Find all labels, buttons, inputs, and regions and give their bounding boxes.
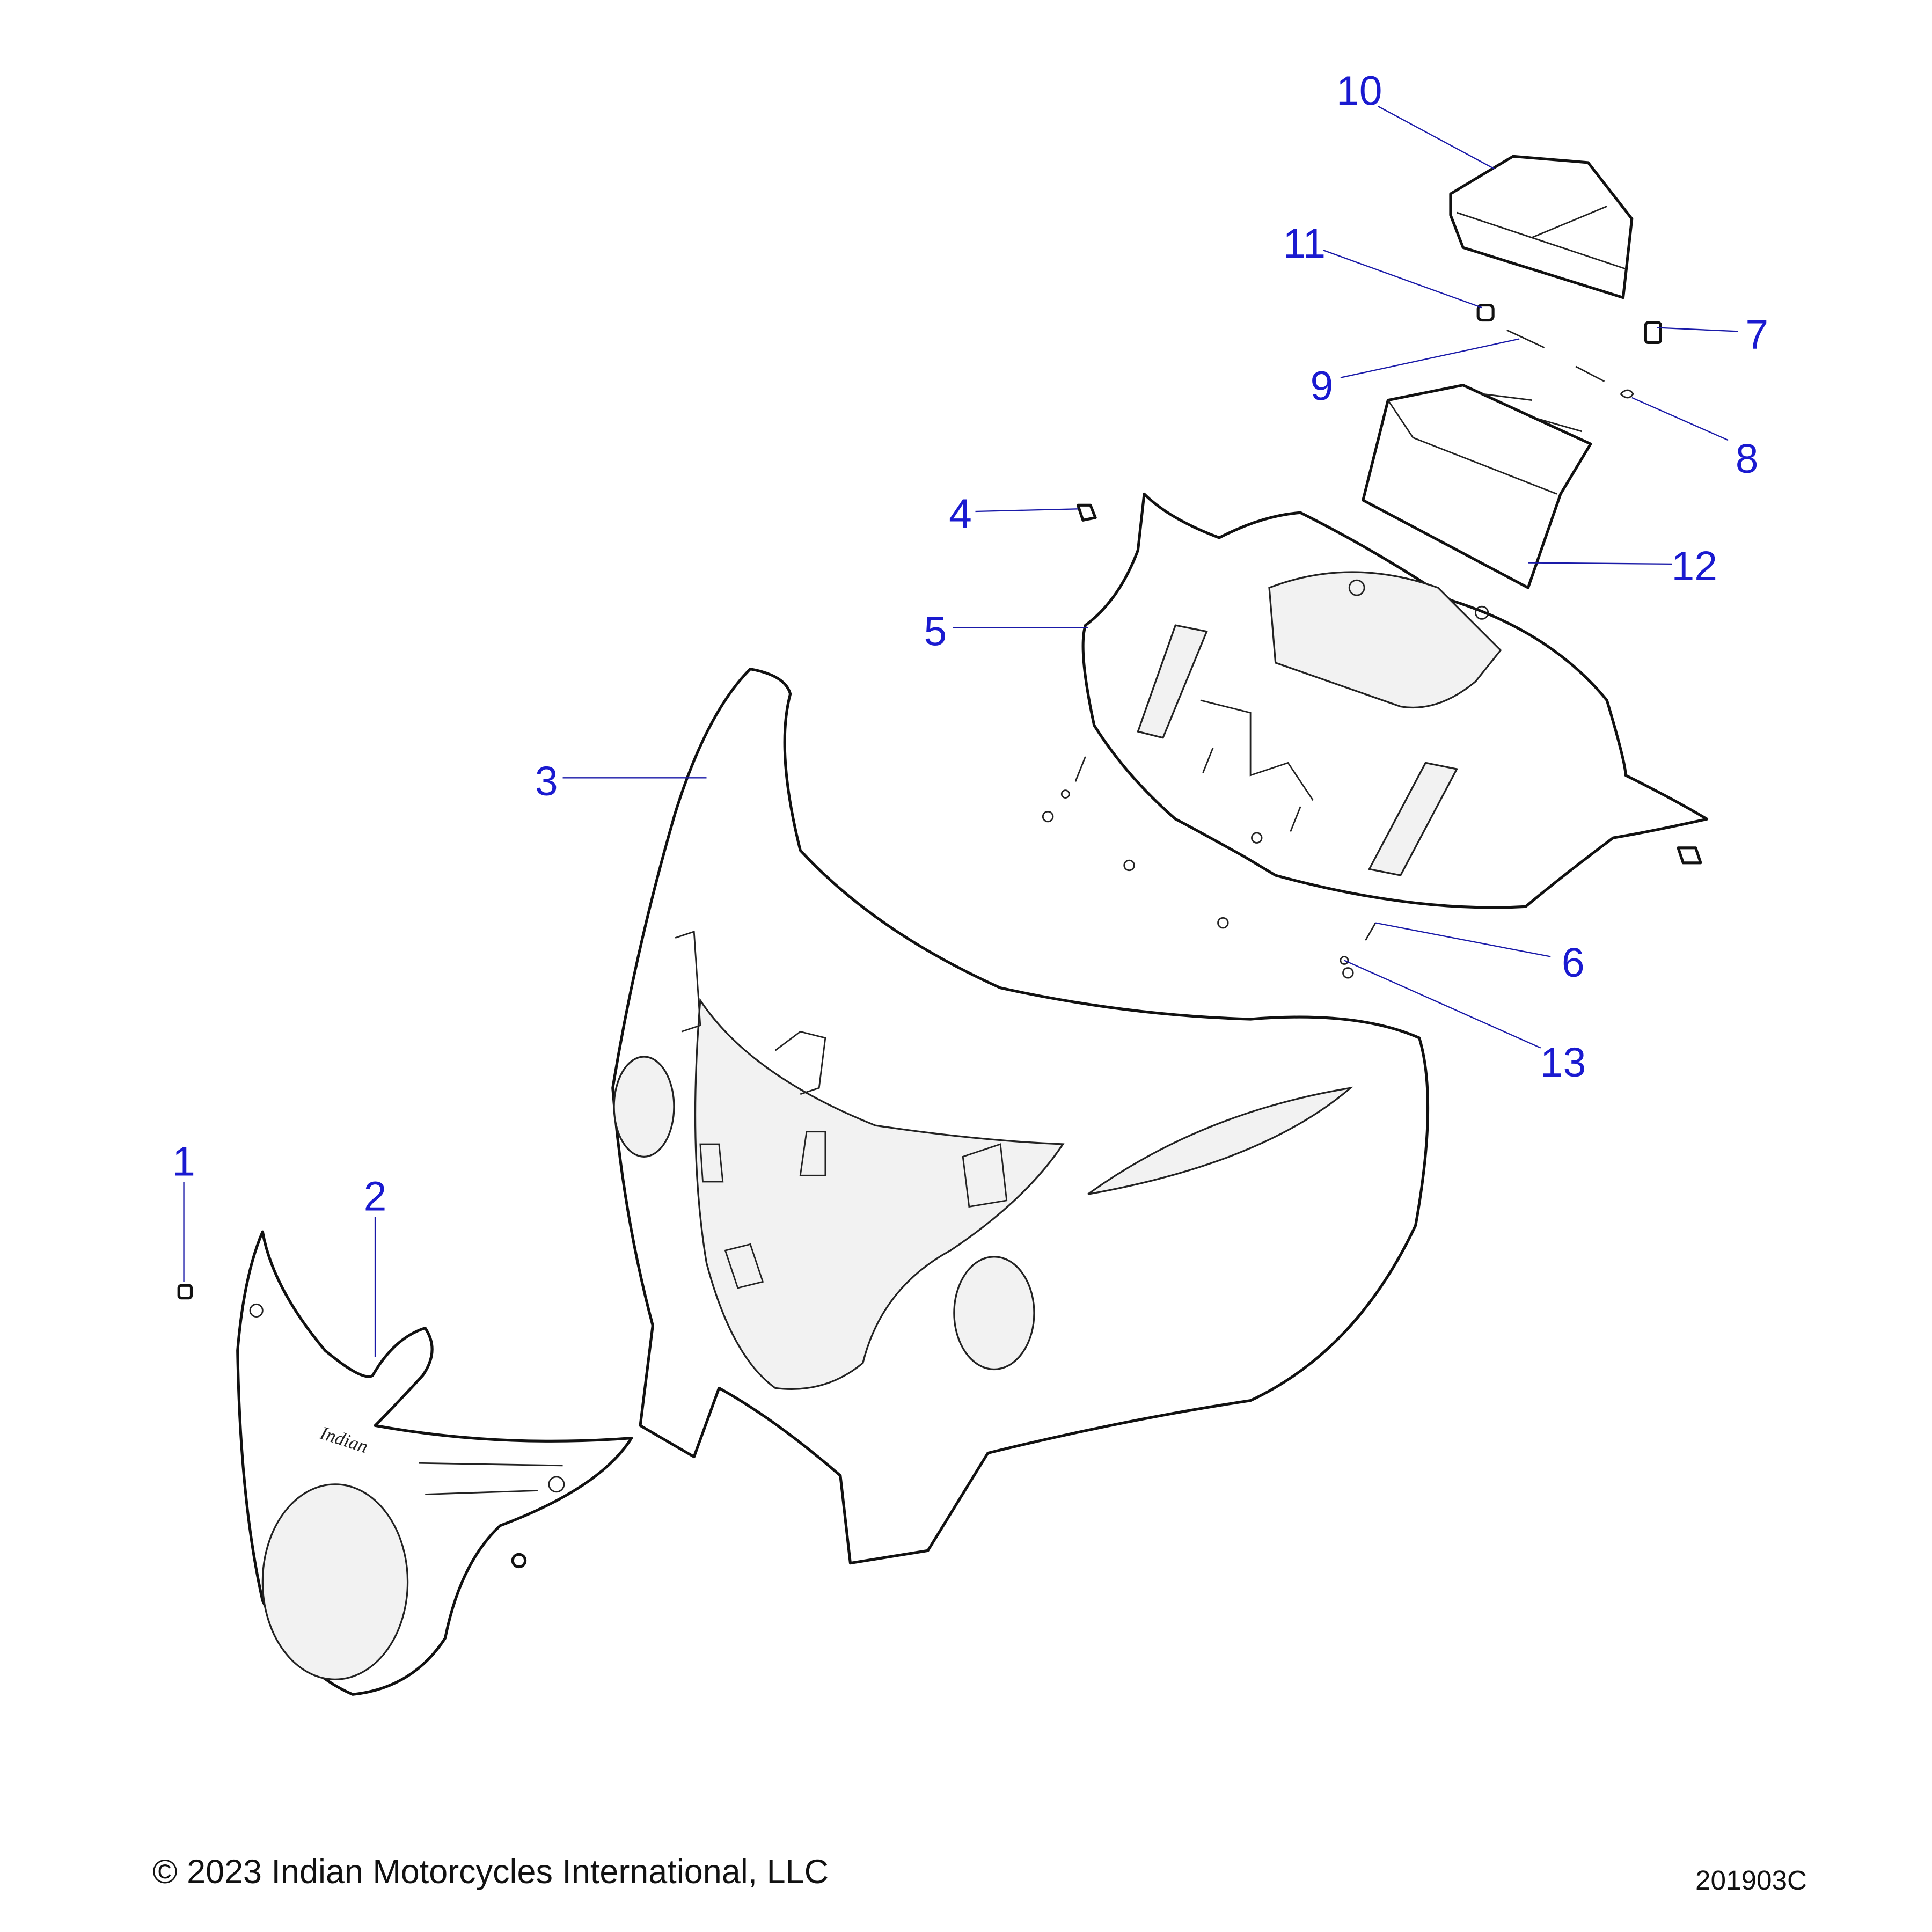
- part-12-storage-pocket[interactable]: [1362, 384, 1592, 589]
- part-4-clip[interactable]: [1076, 503, 1097, 522]
- part-9-pin[interactable]: [1506, 329, 1545, 349]
- grommet: [511, 1553, 527, 1569]
- part-1-fastener[interactable]: [177, 1284, 193, 1300]
- callout-13[interactable]: 13: [1540, 1040, 1586, 1086]
- part-5-inner-fairing[interactable]: [1081, 492, 1709, 909]
- drawing-number: 201903C: [1695, 1865, 1807, 1896]
- part-10-lid[interactable]: [1449, 155, 1634, 299]
- part-13-nuts[interactable]: [1042, 789, 1354, 979]
- clip: [1677, 846, 1702, 865]
- callout-1[interactable]: 1: [172, 1138, 195, 1184]
- callout-10[interactable]: 10: [1336, 68, 1382, 114]
- callout-7[interactable]: 7: [1745, 312, 1768, 358]
- pin: [1575, 365, 1605, 382]
- callout-12[interactable]: 12: [1672, 543, 1718, 589]
- callout-6[interactable]: 6: [1562, 940, 1585, 986]
- callout-3[interactable]: 3: [535, 758, 558, 804]
- callout-2[interactable]: 2: [364, 1174, 387, 1220]
- callout-4[interactable]: 4: [949, 491, 972, 537]
- callout-9[interactable]: 9: [1311, 363, 1334, 409]
- part-7-latch[interactable]: [1644, 321, 1662, 345]
- part-11-bumper[interactable]: [1476, 303, 1495, 322]
- part-3-outer-fairing[interactable]: [611, 668, 1430, 1565]
- callout-11[interactable]: 11: [1283, 221, 1326, 267]
- copyright-text: © 2023 Indian Motorcycles International,…: [152, 1853, 829, 1891]
- part-8-spring[interactable]: [1620, 389, 1634, 399]
- callout-8[interactable]: 8: [1736, 436, 1759, 482]
- part-6-screws[interactable]: [1074, 747, 1377, 941]
- leader-lines: [183, 106, 1738, 1357]
- part-2-headlight-nacelle[interactable]: Indian: [236, 1230, 633, 1696]
- callout-5[interactable]: 5: [924, 608, 947, 654]
